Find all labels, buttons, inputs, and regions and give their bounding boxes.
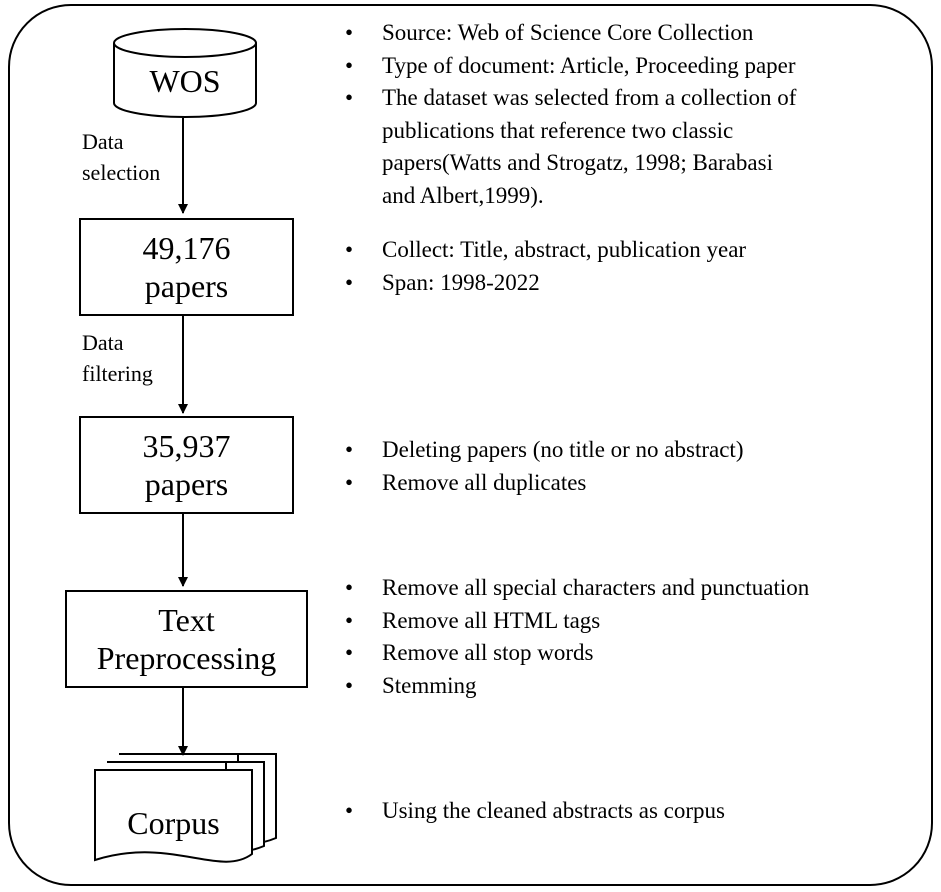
note-item: Remove all special characters and punctu… (345, 572, 809, 605)
note-line: Span: 1998-2022 (382, 269, 540, 295)
node-papers-all-line: 49,176 (142, 229, 231, 266)
edge-label-filtering-line: Data (82, 330, 124, 355)
note-line: Source: Web of Science Core Collection (382, 20, 754, 45)
node-preprocessing-line: Text (158, 601, 215, 638)
note-item: Stemming (345, 670, 809, 703)
notes-corpus: Using the cleaned abstracts as corpus (345, 795, 725, 828)
note-item: Remove all HTML tags (345, 605, 809, 638)
edge-label-selection: Data selection (82, 127, 160, 189)
edge-label-filtering-line: filtering (82, 360, 153, 386)
note-line: Deleting papers (no title or no abstract… (382, 437, 744, 462)
note-item: Remove all duplicates (345, 467, 744, 500)
note-line: and Albert,1999). (382, 182, 544, 208)
note-item: Source: Web of Science Core Collection (345, 17, 796, 50)
edge-label-filtering: Data filtering (82, 328, 153, 390)
note-line: Remove all duplicates (382, 469, 587, 495)
note-item: Remove all stop words (345, 637, 809, 670)
note-line: Using the cleaned abstracts as corpus (382, 798, 725, 823)
note-item: The dataset was selected from a collecti… (345, 82, 796, 212)
node-papers-filtered: 35,937 papers (79, 416, 294, 514)
edge-label-selection-line: Data (82, 129, 124, 154)
note-item: Type of document: Article, Proceeding pa… (345, 50, 796, 83)
notes-preprocess: Remove all special characters and punctu… (345, 572, 809, 702)
node-preprocessing-line: Preprocessing (96, 640, 277, 676)
note-item: Using the cleaned abstracts as corpus (345, 795, 725, 828)
note-line: Remove all special characters and punctu… (382, 575, 810, 600)
note-line: Type of document: Article, Proceeding pa… (382, 52, 796, 78)
notes-filter: Deleting papers (no title or no abstract… (345, 434, 744, 499)
node-papers-filtered-line: papers (144, 466, 229, 502)
notes-source: Source: Web of Science Core Collection T… (345, 17, 796, 212)
note-line: Remove all HTML tags (382, 607, 601, 633)
note-line: Remove all stop words (382, 640, 594, 665)
note-line: Stemming (382, 672, 477, 698)
node-corpus-label: Corpus (127, 805, 220, 841)
node-papers-all-line: papers (144, 268, 229, 304)
note-item: Span: 1998-2022 (345, 267, 746, 300)
note-line: The dataset was selected from a collecti… (382, 85, 797, 110)
note-item: Collect: Title, abstract, publication ye… (345, 234, 746, 267)
note-line: publications that reference two classic (382, 117, 734, 143)
note-item: Deleting papers (no title or no abstract… (345, 434, 744, 467)
node-papers-all: 49,176 papers (79, 218, 294, 316)
node-wos-label: WOS (149, 63, 221, 99)
notes-collect: Collect: Title, abstract, publication ye… (345, 234, 746, 299)
edge-label-selection-line: selection (82, 159, 161, 185)
note-line: Collect: Title, abstract, publication ye… (382, 237, 747, 262)
note-line: papers(Watts and Strogatz, 1998; Barabas… (382, 150, 773, 175)
node-papers-filtered-line: 35,937 (142, 427, 231, 464)
node-preprocessing: Text Preprocessing (65, 590, 308, 688)
